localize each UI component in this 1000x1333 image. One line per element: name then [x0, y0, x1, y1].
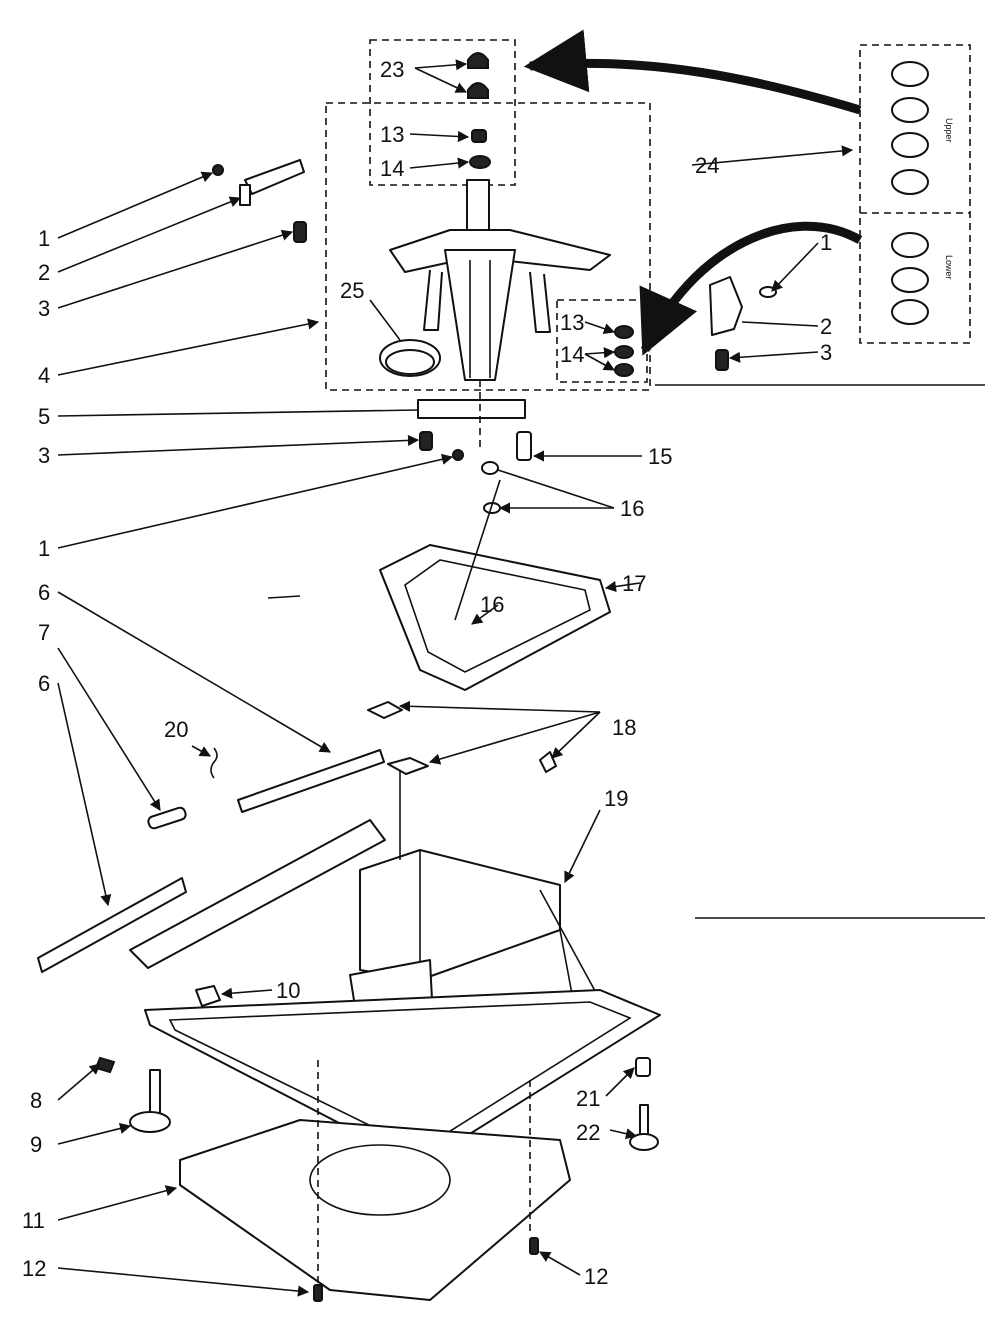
callout-4: 4: [38, 363, 50, 388]
curved-arrow-to-box: [639, 221, 863, 356]
part-8-9-leg-left: [94, 1056, 171, 1133]
callout-22: 22: [576, 1120, 600, 1145]
callout-9: 9: [30, 1132, 42, 1157]
part-6-rail-upper: [237, 749, 385, 813]
inset-label-lower: Lower: [944, 255, 954, 280]
callout-24: 24: [695, 153, 719, 178]
part-25-ring: [379, 339, 441, 377]
callout-3-right: 3: [820, 340, 832, 365]
part-11-pan: [179, 1119, 571, 1301]
callout-11: 11: [22, 1208, 45, 1233]
callout-12-right: 12: [584, 1264, 608, 1289]
callout-labels: 1 2 3 4 5 3 1 6 7 6 8 9 11 12 12 23 13 1…: [22, 57, 832, 1289]
callout-16-tray: 16: [480, 592, 504, 617]
inset-box-24: [859, 44, 971, 344]
callout-16-top: 16: [620, 496, 644, 521]
callout-18: 18: [612, 715, 636, 740]
callout-14-top: 14: [380, 156, 404, 181]
part-13-14-box: [614, 325, 634, 377]
callout-1-left-mid: 1: [38, 536, 50, 561]
reference-line: [267, 595, 301, 599]
callout-1-left-top: 1: [38, 226, 50, 251]
callout-19: 19: [604, 786, 628, 811]
part-18-clips: [367, 701, 557, 775]
callout-6-upper: 6: [38, 580, 50, 605]
callout-20: 20: [164, 717, 188, 742]
callout-17: 17: [622, 571, 646, 596]
callout-7: 7: [38, 620, 50, 645]
part-6-rail-lower: [37, 877, 187, 973]
part-13-14-small: [469, 129, 491, 169]
callout-12-left: 12: [22, 1256, 46, 1281]
part-17-tray: [379, 544, 611, 691]
callout-2-left: 2: [38, 260, 50, 285]
dashed-group-box-top: [325, 39, 651, 391]
callout-21: 21: [576, 1086, 600, 1111]
part-left-bracket: [212, 159, 307, 243]
callout-1-right: 1: [820, 230, 832, 255]
inset-label-upper: Upper: [944, 118, 954, 143]
curved-arrow-to-top: [523, 29, 862, 115]
callout-15: 15: [648, 444, 672, 469]
callout-25: 25: [340, 278, 364, 303]
callout-13-box: 13: [560, 310, 584, 335]
callout-8: 8: [30, 1088, 42, 1113]
callout-14-box: 14: [560, 342, 584, 367]
part-5-bar: [417, 399, 532, 461]
callout-5: 5: [38, 404, 50, 429]
callout-3-left-top: 3: [38, 296, 50, 321]
part-12-screws: [313, 1237, 539, 1302]
callout-3-left-mid: 3: [38, 443, 50, 468]
part-10-clip: [195, 985, 221, 1007]
callout-2-right: 2: [820, 314, 832, 339]
callout-13-top: 13: [380, 122, 404, 147]
part-20-spring: [210, 747, 218, 779]
part-right-bracket: [709, 276, 777, 371]
part-23-caps: [467, 52, 489, 99]
inset-24-bearings: [891, 61, 929, 325]
leader-lines: [57, 59, 854, 1297]
callout-23: 23: [380, 57, 404, 82]
callout-10: 10: [276, 978, 300, 1003]
callout-6-lower: 6: [38, 671, 50, 696]
part-base-frame: [129, 819, 661, 1166]
part-7-pin: [147, 806, 187, 830]
part-4-spider-hub: [389, 179, 611, 381]
